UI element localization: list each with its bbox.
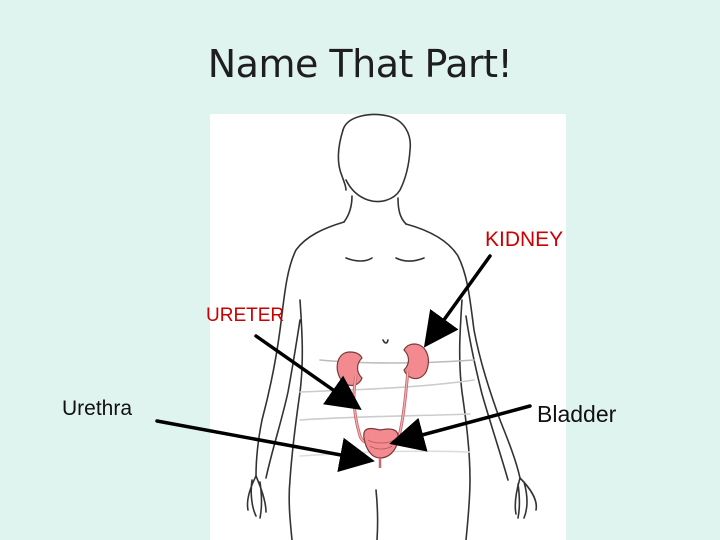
pointer-arrows xyxy=(155,254,532,473)
ureter-arrow xyxy=(254,334,362,411)
label-bladder: Bladder xyxy=(537,401,617,427)
body-outline xyxy=(246,113,538,540)
label-kidney: KIDNEY xyxy=(485,228,564,251)
diagram-panel xyxy=(210,114,566,540)
label-ureter: URETER xyxy=(206,305,285,326)
label-urethra: Urethra xyxy=(62,397,133,420)
kidney-arrow xyxy=(423,254,492,348)
slide-title: Name That Part! xyxy=(207,42,513,86)
urethra-arrow xyxy=(155,419,375,473)
right-kidney-shape xyxy=(403,343,429,380)
bladder-arrow xyxy=(389,404,532,452)
